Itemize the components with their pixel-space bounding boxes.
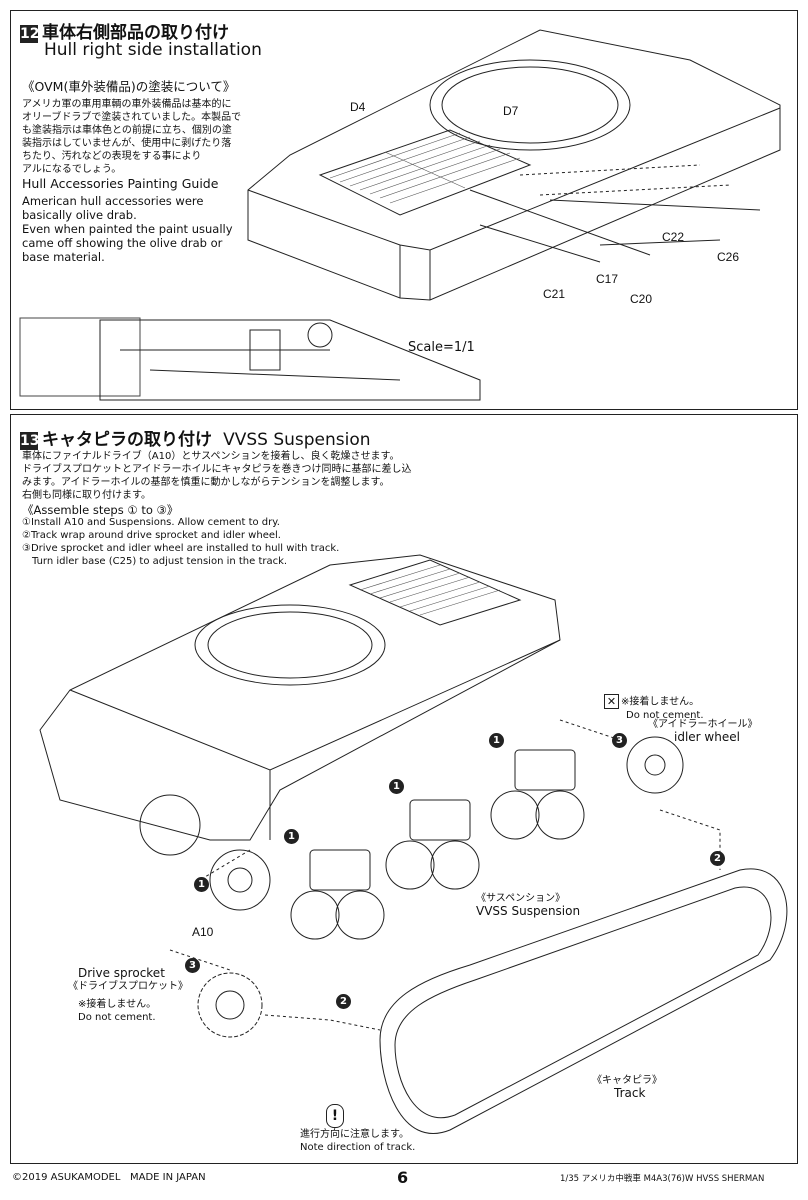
step-marker-1d: 1	[194, 877, 209, 892]
step13-title-jp: キャタピラの取り付け	[42, 430, 212, 450]
step12-hull-drawing	[19, 29, 781, 401]
footer-page-number: 6	[397, 1168, 409, 1187]
label-a10: A10	[192, 925, 214, 939]
step-marker-3b: 3	[185, 958, 200, 973]
label-c22: C22	[662, 230, 685, 244]
footer-made-in: MADE IN JAPAN	[130, 1172, 206, 1183]
step12-frame	[10, 10, 798, 410]
susp-label-en: VVSS Suspension	[476, 904, 581, 918]
label-d4: D4	[350, 100, 366, 114]
sprocket-label-jp: 《ドライブスプロケット》	[68, 981, 188, 992]
warning-icon: !	[326, 1104, 344, 1128]
step-marker-2b: 2	[336, 994, 351, 1009]
step12-title-en: Hull right side installation	[44, 40, 262, 60]
step13-body-jp: 車体にファイナルドライブ（A10）とサスペンションを接着し、良く乾燥させます。ド…	[22, 451, 412, 501]
label-c26: C26	[717, 250, 740, 264]
susp-label-jp: 《サスペンション》	[476, 893, 566, 904]
step13-number: 13	[20, 431, 40, 450]
assemble-steps-list: ①Install A10 and Suspensions. Allow ceme…	[22, 517, 340, 567]
track-label-en: Track	[614, 1086, 646, 1100]
step12-title-jp: 車体右側部品の取り付け	[42, 23, 229, 43]
step12-number: 12	[20, 24, 40, 43]
sprocket-label-en: Drive sprocket	[78, 966, 165, 980]
step-marker-3a: 3	[612, 733, 627, 748]
no-cement-icon: ✕	[604, 694, 619, 709]
direction-note: 進行方向に注意します。Note direction of track.	[300, 1129, 416, 1153]
step-marker-2a: 2	[710, 851, 725, 866]
step13-title-en: VVSS Suspension	[223, 430, 371, 450]
idler-label-en: idler wheel	[674, 730, 740, 744]
label-c20: C20	[630, 292, 653, 306]
sprocket-no-cement: ※接着しません。Do not cement.	[78, 999, 157, 1023]
scale-label: Scale=1/1	[408, 340, 475, 355]
idler-label-jp: 《アイドラーホイール》	[648, 719, 758, 730]
label-c21: C21	[543, 287, 566, 301]
footer-product: 1/35 アメリカ中戦車 M4A3(76)W HVSS SHERMAN	[560, 1174, 765, 1184]
step13-frame	[10, 414, 798, 1164]
ovm-body-jp: アメリカ軍の車用車輌の車外装備品は基本的にオリーブドラブで塗装されていました。本…	[22, 99, 242, 175]
idler-no-cement: ✕※接着しません。 Do not cement.	[604, 694, 704, 722]
step-marker-1b: 1	[389, 779, 404, 794]
assemble-steps-heading: 《Assemble steps ① to ③》	[22, 503, 179, 517]
guide-heading: Hull Accessories Painting Guide	[22, 176, 219, 191]
label-d7: D7	[503, 104, 519, 118]
step-marker-1c: 1	[284, 829, 299, 844]
ovm-heading: 《OVM(車外装備品)の塗装について》	[22, 79, 236, 94]
footer-copyright: ©2019 ASUKAMODEL	[12, 1172, 121, 1183]
label-c17: C17	[596, 272, 619, 286]
step-marker-1a: 1	[489, 733, 504, 748]
track-label-jp: 《キャタピラ》	[592, 1075, 662, 1086]
